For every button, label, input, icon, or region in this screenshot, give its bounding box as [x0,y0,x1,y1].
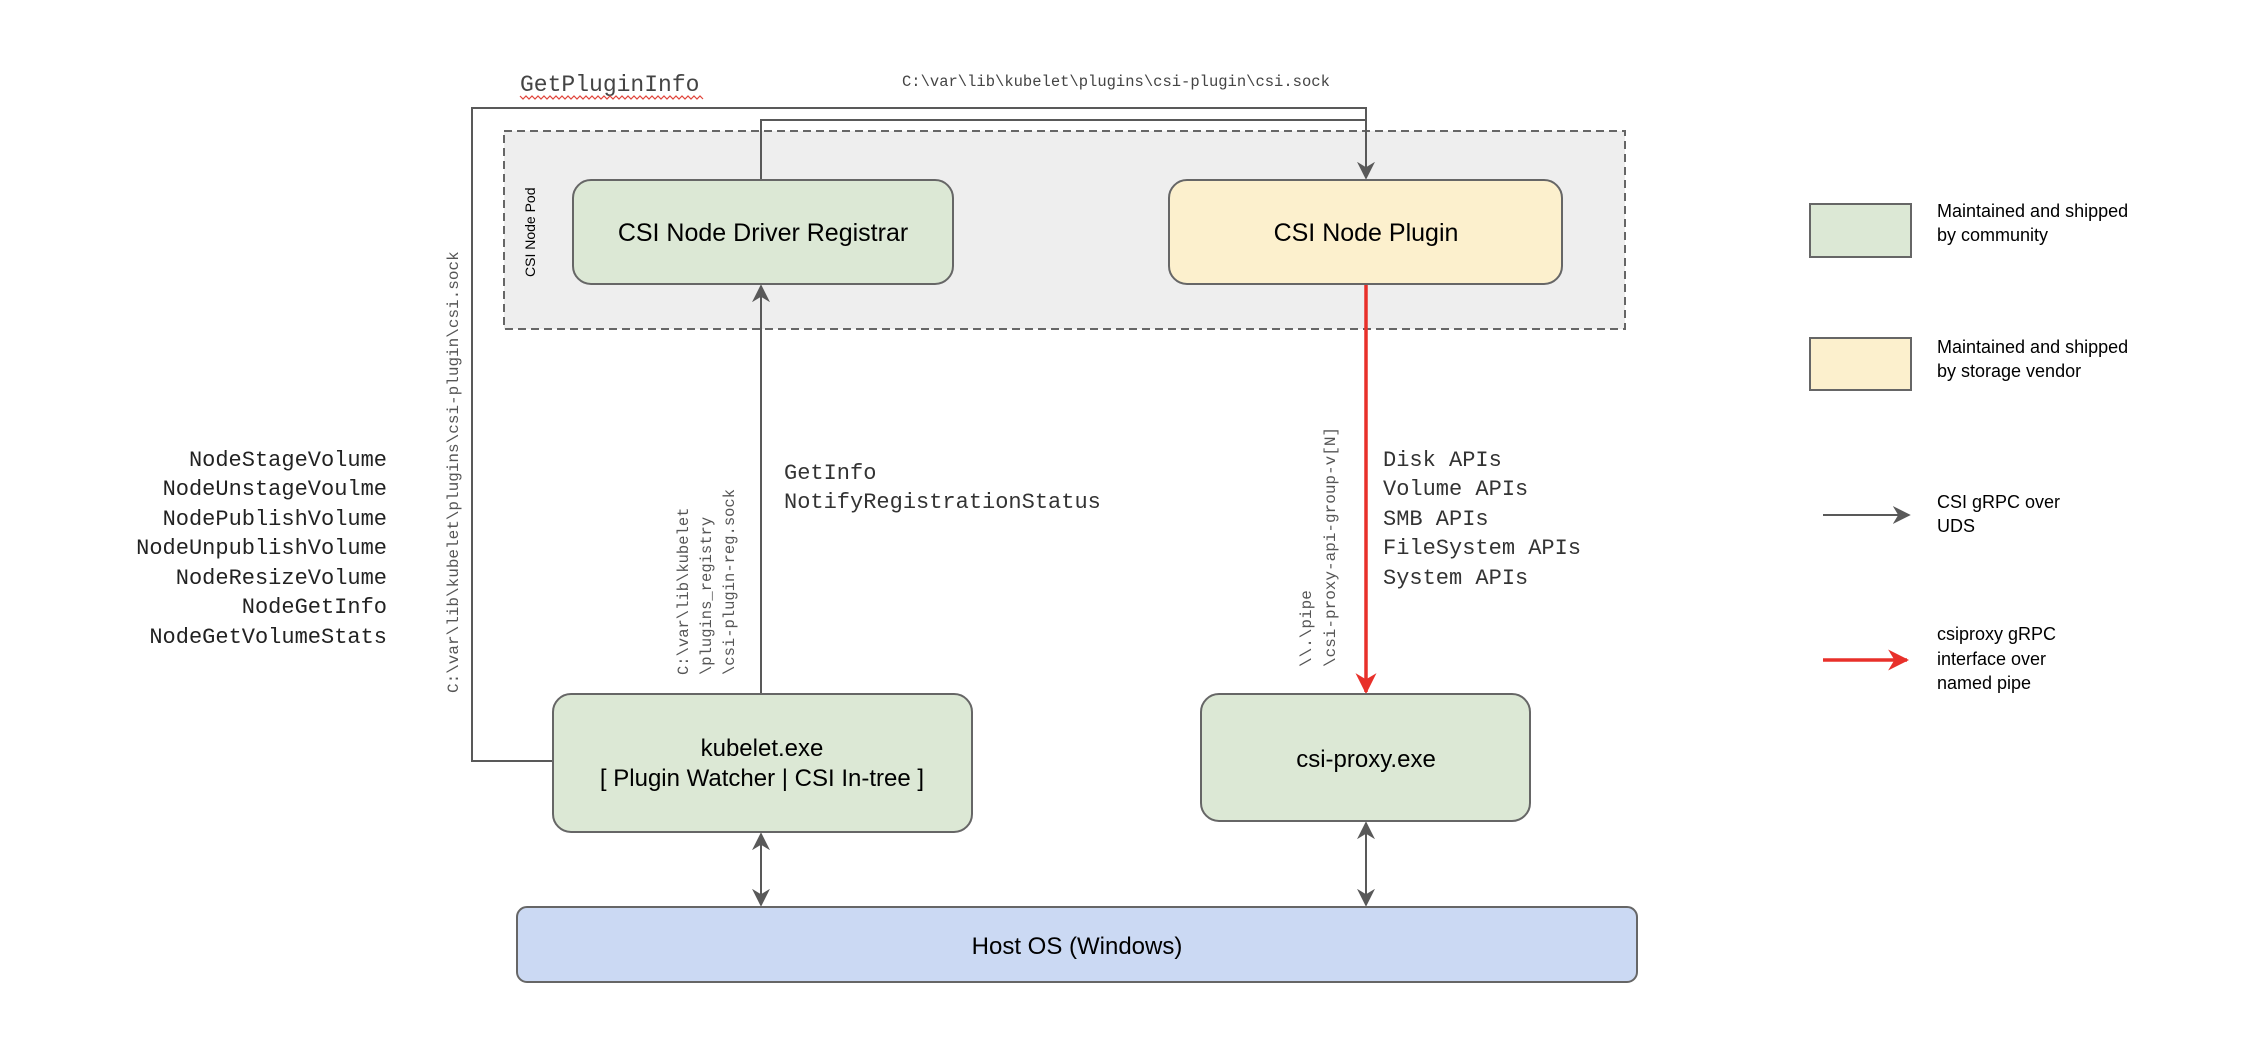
pod-label: CSI Node Pod [522,188,538,278]
node-call: NodeResizeVolume [176,566,387,591]
csiproxy-label: csi-proxy.exe [1296,746,1436,773]
api-group: Disk APIs [1383,448,1502,473]
api-group: FileSystem APIs [1383,536,1581,561]
kubelet-label: kubelet.exe [701,735,824,762]
host-label: Host OS (Windows) [972,933,1183,960]
node-call: NodeUnpublishVolume [136,536,387,561]
api-group: Volume APIs [1383,477,1528,502]
legend: Maintained and shipped by community Main… [1809,201,2128,693]
node-calls-list: NodeStageVolume NodeUnstageVoulme NodePu… [136,448,387,650]
legend-community-swatch [1809,203,1912,258]
legend-vendor-text: Maintained and shipped [1937,337,2128,357]
get-plugin-info-label: GetPluginInfo [520,72,699,98]
kubelet-box: kubelet.exe [ Plugin Watcher | CSI In-tr… [552,693,973,833]
api-groups: Disk APIs Volume APIs SMB APIs FileSyste… [1383,448,1581,591]
legend-uds-text: UDS [1937,516,1975,536]
legend-pipe-text: interface over [1937,649,2046,669]
registration-call: NotifyRegistrationStatus [784,490,1101,515]
api-group: SMB APIs [1383,507,1489,532]
plugin-sock-path-vertical: C:\var\lib\kubelet\plugins\csi-plugin\cs… [445,251,463,693]
registration-calls: GetInfo NotifyRegistrationStatus [784,461,1101,515]
csi-proxy-box: csi-proxy.exe [1200,693,1531,822]
legend-vendor-text: by storage vendor [1937,361,2081,381]
registry-path-line: C:\var\lib\kubelet [675,508,693,675]
plugin-sock-path-top: C:\var\lib\kubelet\plugins\csi-plugin\cs… [902,73,1330,91]
pipe-path-line: \csi-proxy-api-group-v[N] [1322,427,1340,667]
node-call: NodeStageVolume [189,448,387,473]
legend-community-text: by community [1937,225,2048,245]
csi-node-plugin-box: CSI Node Plugin [1168,179,1563,285]
node-call: NodeGetInfo [242,595,387,620]
pipe-path: \\.\pipe \csi-proxy-api-group-v[N] [1298,427,1340,667]
legend-pipe-text: named pipe [1937,673,2031,693]
kubelet-sublabel: [ Plugin Watcher | CSI In-tree ] [600,765,924,792]
node-call: NodeUnstageVoulme [163,477,387,502]
registrar-to-plugin-connector [760,119,1366,180]
legend-community-text: Maintained and shipped [1937,201,2128,221]
get-plugin-info-connector [471,107,1375,762]
registration-call: GetInfo [784,461,876,486]
legend-pipe-text: csiproxy gRPC [1937,624,2056,644]
api-group: System APIs [1383,566,1528,591]
registry-path: C:\var\lib\kubelet \plugins_registry \cs… [675,489,739,675]
registrar-label: CSI Node Driver Registrar [618,219,908,247]
legend-vendor-swatch [1809,337,1912,391]
registry-path-line: \csi-plugin-reg.sock [721,489,739,675]
plugin-label: CSI Node Plugin [1274,219,1459,247]
registry-path-line: \plugins_registry [698,517,716,675]
node-call: NodePublishVolume [163,507,387,532]
csi-node-driver-registrar-box: CSI Node Driver Registrar [572,179,954,285]
host-os-box: Host OS (Windows) [516,906,1638,983]
node-call: NodeGetVolumeStats [149,625,387,650]
legend-uds-text: CSI gRPC over [1937,492,2060,512]
pipe-path-line: \\.\pipe [1298,590,1316,667]
